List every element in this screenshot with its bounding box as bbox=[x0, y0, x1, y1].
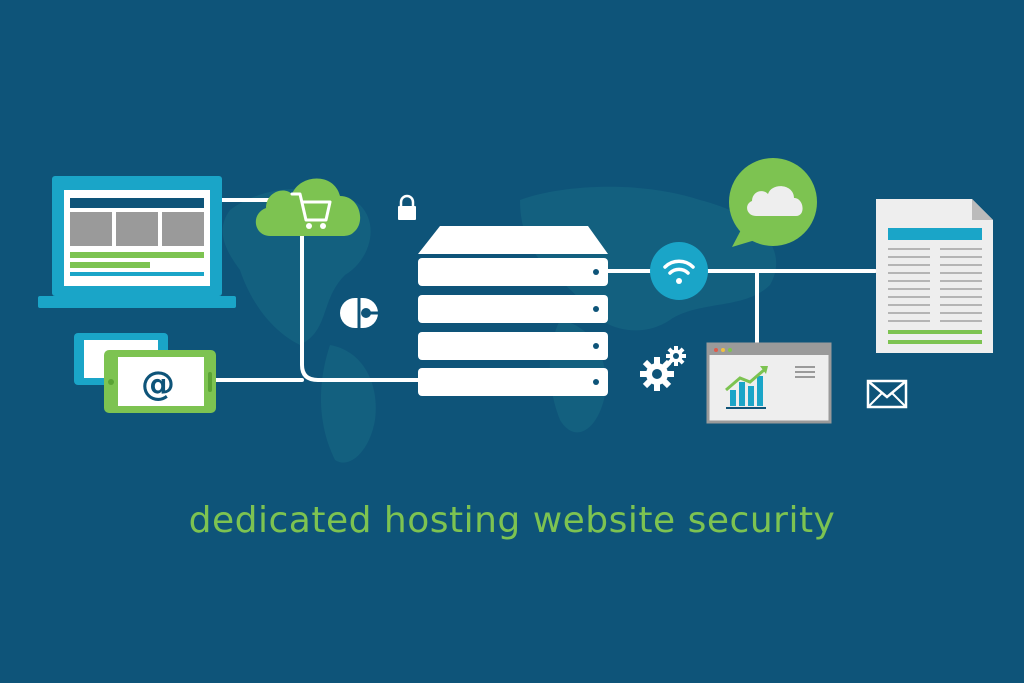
server-icon bbox=[418, 226, 608, 396]
mouse-icon bbox=[340, 298, 380, 328]
browser-chart-icon bbox=[706, 342, 832, 424]
wifi-icon bbox=[650, 242, 708, 300]
email-symbol: @ bbox=[141, 364, 175, 404]
gears-icon bbox=[640, 346, 686, 391]
phone-email-icon: @ bbox=[104, 350, 216, 413]
speech-cloud-icon bbox=[729, 158, 817, 247]
lock-icon bbox=[398, 194, 416, 220]
connection-lines bbox=[213, 198, 877, 382]
envelope-icon bbox=[866, 379, 908, 409]
laptop-icon bbox=[38, 176, 236, 308]
caption-text: dedicated hosting website security bbox=[188, 500, 836, 541]
document-icon bbox=[876, 199, 993, 353]
cloud-cart-icon bbox=[255, 178, 361, 236]
